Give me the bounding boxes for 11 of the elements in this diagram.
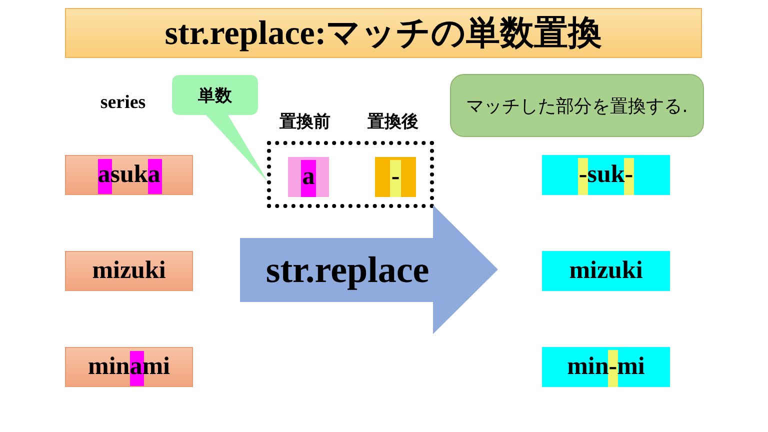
- series-label: series: [99, 92, 147, 114]
- word-box: a: [288, 157, 329, 197]
- title-banner: str.replace:マッチの単数置換: [65, 8, 702, 58]
- column-heading: 置換後: [366, 111, 420, 133]
- word-box: -: [375, 157, 416, 197]
- note-box: マッチした部分を置換する.: [450, 74, 704, 137]
- dotted-box: [267, 141, 434, 208]
- block-arrow: str.replace: [240, 205, 498, 334]
- word-box: mizuki: [542, 251, 670, 291]
- column-heading: 置換前: [278, 111, 332, 133]
- word-box: mizuki: [65, 251, 193, 291]
